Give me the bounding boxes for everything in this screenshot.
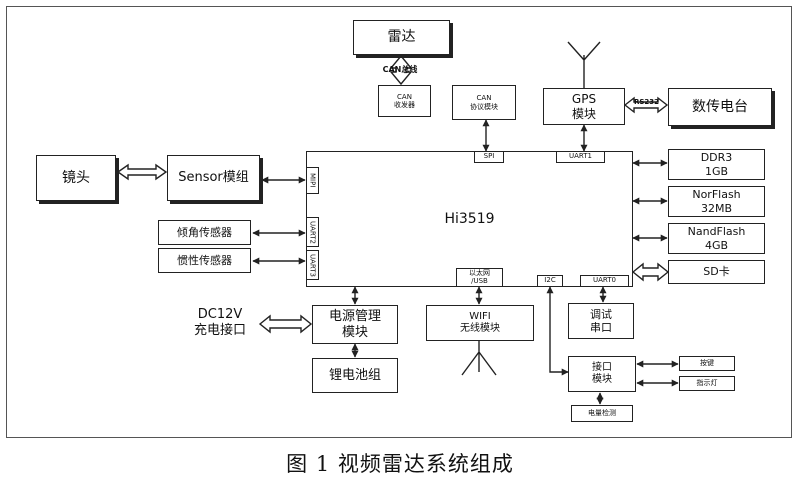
i2c-port: I2C — [537, 275, 563, 287]
wifi-module-block: WIFI 无线模块 — [426, 305, 534, 341]
uart1-port: UART1 — [556, 151, 605, 163]
can-protocol-block: CAN 协议模块 — [452, 85, 516, 120]
can-bus-arrow — [389, 54, 413, 86]
wire-i2c-interface — [546, 286, 569, 376]
nandflash-block: NandFlash 4GB — [668, 223, 765, 254]
uart0-port: UART0 — [580, 275, 629, 287]
dc-power-arrow — [258, 314, 313, 334]
uart3-port: UART3 — [306, 250, 319, 280]
can-bus-label: CAN总线 — [382, 65, 418, 74]
rs232-label: RS232 — [634, 98, 660, 106]
soc-hi3519-block: Hi3519 — [306, 151, 633, 287]
lens-sensor-arrow — [116, 163, 168, 181]
inertial-sensor-block: 惯性传感器 — [158, 248, 251, 273]
mipi-port: MIPI — [306, 167, 319, 194]
fuel-gauge-block: 电量检测 — [571, 405, 633, 422]
ddr3-block: DDR3 1GB — [668, 149, 765, 180]
battery-block: 锂电池组 — [312, 358, 398, 393]
button-block: 按键 — [679, 356, 735, 371]
lens-block: 镜头 — [36, 155, 116, 201]
dc-charge-label: DC12V 充电接口 — [193, 307, 246, 339]
power-management-block: 电源管理 模块 — [312, 305, 398, 344]
sd-card-block: SD卡 — [668, 260, 765, 284]
norflash-block: NorFlash 32MB — [668, 186, 765, 217]
indicator-light-block: 指示灯 — [679, 376, 735, 391]
interface-module-block: 接口 模块 — [568, 356, 636, 392]
tilt-sensor-block: 倾角传感器 — [158, 220, 251, 245]
uart2-port: UART2 — [306, 217, 319, 247]
ethernet-usb-port: 以太网 /USB — [456, 268, 503, 287]
gps-radio-arrow — [623, 96, 669, 114]
figure-caption: 图 1 视频雷达系统组成 — [286, 452, 514, 476]
debug-serial-block: 调试 串口 — [568, 303, 634, 339]
soc-sd-arrow — [631, 262, 670, 282]
can-transceiver-block: CAN 收发器 — [378, 85, 431, 117]
soc-label: Hi3519 — [444, 210, 495, 227]
sensor-module-block: Sensor模组 — [167, 155, 260, 201]
gps-antenna — [567, 41, 601, 88]
gps-module-block: GPS 模块 — [543, 88, 625, 125]
radar-block: 雷达 — [353, 20, 450, 55]
wifi-antenna — [461, 340, 497, 376]
data-radio-block: 数传电台 — [668, 88, 772, 126]
spi-port: SPI — [474, 151, 504, 163]
